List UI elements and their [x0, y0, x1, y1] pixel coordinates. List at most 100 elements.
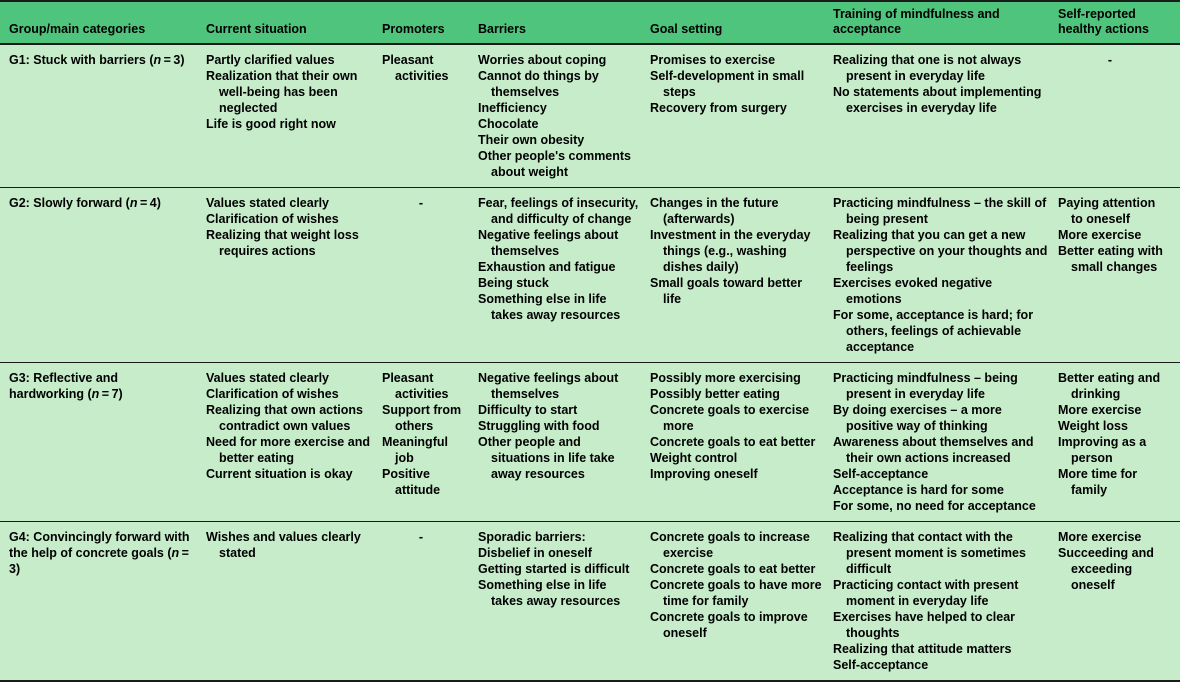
cell-item: Values stated clearly [206, 196, 329, 210]
cell-item: Meaningful job [382, 435, 448, 465]
cell-promoters: - [382, 521, 478, 681]
cell-item: Concrete goals to exercise more [650, 403, 810, 433]
cell-item: Exhaustion and fatigue [478, 260, 616, 274]
cell-item: Self-acceptance [833, 658, 929, 672]
table-header: Group/main categories Current situation … [0, 1, 1180, 44]
column-header-training-of-mindfulness-and-acceptance: Training of mindfulness and acceptance [833, 6, 1000, 36]
column-header-goal-setting: Goal setting [650, 21, 723, 36]
table-row: G3: Reflective and hardworking (n = 7)Va… [0, 362, 1180, 522]
cell-item: Concrete goals to eat better [650, 562, 816, 576]
cell-item: For some, acceptance is hard; for others… [833, 308, 1034, 354]
cell-item: Investment in the everyday things (e.g.,… [650, 228, 811, 274]
cell-item: Cannot do things by themselves [478, 69, 599, 99]
cell-item: Sporadic barriers: [478, 530, 586, 544]
cell-item: More exercise [1058, 228, 1142, 242]
cell-item: More exercise [1058, 530, 1142, 544]
cell-item: Values stated clearly [206, 371, 329, 385]
cell-item: Concrete goals to improve oneself [650, 610, 808, 640]
cell-item: Clarification of wishes [206, 387, 339, 401]
cell-item: Realizing that weight loss requires acti… [206, 228, 359, 258]
table-header-row: Group/main categories Current situation … [0, 1, 1180, 44]
cell-training: Practicing mindfulness – the skill of be… [833, 187, 1058, 363]
cell-item: Pleasant activities [382, 371, 449, 401]
cell-item: Being stuck [478, 276, 549, 290]
cell-item: No statements about implementing exercis… [833, 85, 1042, 115]
cell-item: Practicing mindfulness – the skill of be… [833, 196, 1047, 226]
cell-item: Negative feelings about themselves [478, 371, 619, 401]
group-title: G2: Slowly forward (n = 4) [9, 196, 161, 210]
cell-item-list: Wishes and values clearly stated [206, 529, 372, 561]
cell-item-list: Practicing mindfulness – the skill of be… [833, 195, 1048, 355]
cell-item: More time for family [1058, 467, 1138, 497]
cell-item: Practicing mindfulness – being present i… [833, 371, 1018, 401]
column-header-self-reported-healthy-actions: Self-reported healthy actions [1058, 6, 1149, 36]
cell-promoters: Pleasant activities [382, 44, 478, 188]
cell-item: Difficulty to start [478, 403, 578, 417]
cell-training: Realizing that contact with the present … [833, 521, 1058, 681]
table-row: G1: Stuck with barriers (n = 3)Partly cl… [0, 44, 1180, 188]
cell-item: Self-acceptance [833, 467, 929, 481]
cell-item: Recovery from surgery [650, 101, 787, 115]
empty-marker: - [418, 196, 424, 210]
cell-healthy-actions: - [1058, 44, 1180, 188]
empty-marker: - [418, 530, 424, 544]
cell-item: Concrete goals to eat better [650, 435, 816, 449]
cell-item: Small goals toward better life [650, 276, 803, 306]
cell-item: For some, no need for acceptance [833, 499, 1036, 513]
cell-item-list: Realizing that contact with the present … [833, 529, 1048, 673]
cell-item: Improving oneself [650, 467, 758, 481]
cell-item: Possibly more exercising [650, 371, 801, 385]
cell-item: Pleasant activities [382, 53, 449, 83]
table-row: G4: Convincingly forward with the help o… [0, 521, 1180, 681]
column-header-barriers: Barriers [478, 21, 526, 36]
cell-item: Inefficiency [478, 101, 547, 115]
cell-group-main-category: G3: Reflective and hardworking (n = 7) [0, 362, 206, 522]
cell-item: Getting started is difficult [478, 562, 630, 576]
cell-item: Better eating and drinking [1058, 371, 1161, 401]
cell-item: More exercise [1058, 403, 1142, 417]
cell-item: Positive attitude [382, 467, 441, 497]
cell-item: Realizing that attitude matters [833, 642, 1012, 656]
cell-item: Realizing that you can get a new perspec… [833, 228, 1048, 274]
cell-item: Possibly better eating [650, 387, 780, 401]
cell-item: Realization that their own well-being ha… [206, 69, 358, 115]
cell-group-main-category: G2: Slowly forward (n = 4) [0, 187, 206, 363]
cell-item-list: Pleasant activities [382, 52, 468, 84]
cell-group-main-category: G4: Convincingly forward with the help o… [0, 521, 206, 681]
cell-barriers: Fear, feelings of insecurity, and diffic… [478, 187, 650, 363]
cell-item: Weight loss [1058, 419, 1128, 433]
cell-item: Promises to exercise [650, 53, 776, 67]
cell-item: Exercises evoked negative emotions [833, 276, 993, 306]
cell-item: Changes in the future (afterwards) [650, 196, 779, 226]
group-title: G4: Convincingly forward with the help o… [9, 530, 192, 576]
cell-current-situation: Wishes and values clearly stated [206, 521, 382, 681]
cell-training: Realizing that one is not always present… [833, 44, 1058, 188]
cell-item: Self-development in small steps [650, 69, 805, 99]
cell-item: Struggling with food [478, 419, 600, 433]
cell-item: Realizing that one is not always present… [833, 53, 1022, 83]
column-header-group-main-categories: Group/main categories [9, 21, 146, 36]
cell-item: Partly clarified values [206, 53, 335, 67]
cell-item: Need for more exercise and better eating [206, 435, 370, 465]
cell-goal-setting: Changes in the future (afterwards)Invest… [650, 187, 833, 363]
cell-item: Negative feelings about themselves [478, 228, 619, 258]
cell-item: Practicing contact with present moment i… [833, 578, 1019, 608]
cell-item: By doing exercises – a more positive way… [833, 403, 1002, 433]
